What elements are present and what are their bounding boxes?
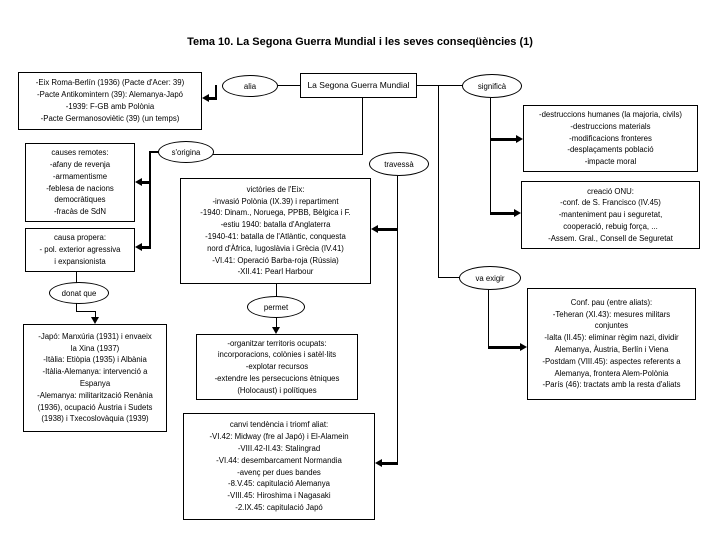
ellipse-donat-que: donat que — [49, 282, 109, 304]
arrow-shaft — [490, 138, 517, 141]
box-victories-eix: victòries de l'Eix: -invasió Polònia (IX… — [180, 178, 371, 284]
connector-line — [438, 86, 439, 278]
box-creacio-onu: creació ONU: -conf. de S. Francisco (IV.… — [521, 181, 700, 249]
arrowhead-left-icon — [135, 243, 142, 251]
arrowhead-left-icon — [202, 94, 209, 102]
box-central-topic: La Segona Guerra Mundial — [300, 73, 417, 98]
connector-line — [149, 151, 161, 153]
connector-line — [215, 85, 217, 99]
box-conf-pau: Conf. pau (entre aliats): -Teheran (XI.4… — [527, 288, 696, 400]
connector-line — [76, 311, 96, 312]
ellipse-sorigina: s'origina — [158, 141, 214, 163]
arrowhead-left-icon — [375, 459, 382, 467]
connector-line — [95, 311, 96, 320]
arrowhead-right-icon — [514, 209, 521, 217]
box-causa-propera: causa propera: - pol. exterior agressiva… — [25, 228, 135, 272]
box-canvi-tendencia: canvi tendència i triomf aliat: -VI.42: … — [183, 413, 375, 520]
connector-line — [417, 85, 462, 86]
connector-line — [488, 290, 489, 348]
connector-line — [149, 151, 151, 248]
arrowhead-down-icon — [272, 327, 280, 334]
connector-line — [276, 284, 277, 297]
connector-line — [362, 98, 363, 155]
arrowhead-down-icon — [91, 317, 99, 324]
connector-line — [76, 302, 77, 312]
arrowhead-left-icon — [135, 178, 142, 186]
connector-line — [438, 277, 460, 278]
arrowhead-right-icon — [520, 343, 527, 351]
connector-line — [76, 272, 77, 284]
box-territoris-ocupats: -organitzar territoris ocupats: incorpor… — [196, 334, 358, 400]
arrow-shaft — [208, 97, 217, 100]
ellipse-alia: alia — [222, 75, 278, 97]
connector-line — [278, 85, 300, 86]
box-causes-remotes: causes remotes: -afany de revenja -armam… — [25, 143, 135, 222]
arrow-shaft — [381, 462, 398, 465]
ellipse-significa: significà — [462, 74, 522, 98]
arrow-shaft — [141, 181, 151, 184]
box-pactes: -Eix Roma-Berlín (1936) (Pacte d'Acer: 3… — [18, 72, 202, 130]
ellipse-travessa: travessà — [369, 152, 429, 176]
ellipse-permet: permet — [247, 296, 305, 318]
connector-line — [276, 317, 277, 329]
arrow-shaft — [490, 212, 515, 215]
arrowhead-left-icon — [371, 225, 378, 233]
connector-line — [397, 176, 398, 464]
arrow-shaft — [141, 246, 151, 249]
arrow-shaft — [377, 228, 397, 231]
box-expansions: -Japó: Manxúria (1931) i envaeix la Xina… — [23, 324, 167, 432]
connector-line — [213, 154, 363, 155]
box-destruccions: -destruccions humanes (la majoria, civil… — [523, 105, 698, 172]
ellipse-va-exigir: va exigir — [459, 266, 521, 290]
connector-line — [490, 98, 491, 214]
page-title: Tema 10. La Segona Guerra Mundial i les … — [187, 36, 533, 48]
arrow-shaft — [488, 346, 521, 349]
arrowhead-right-icon — [516, 135, 523, 143]
